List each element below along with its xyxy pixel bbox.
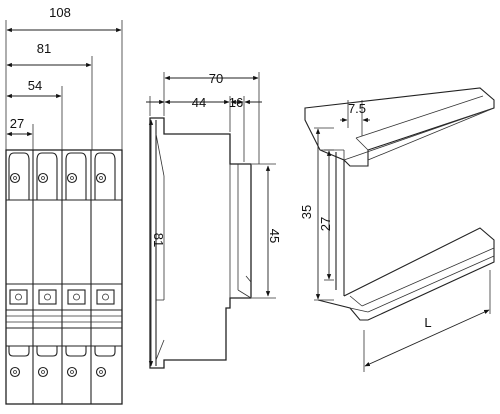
dim-label-81: 81 bbox=[37, 41, 51, 56]
din-rail-view: 7.5 35 27 L bbox=[299, 87, 495, 372]
dim-label-54: 54 bbox=[28, 78, 42, 93]
dim-label-44: 44 bbox=[192, 95, 206, 110]
dim-label-45: 45 bbox=[267, 229, 282, 243]
dim-label-35: 35 bbox=[299, 205, 314, 219]
bottom-terminals bbox=[8, 346, 116, 378]
breaker-body bbox=[5, 149, 123, 405]
dim-label-81-height: 81 bbox=[151, 233, 166, 247]
dim-label-70: 70 bbox=[209, 71, 223, 86]
side-view: 70 44 16 81 45 bbox=[146, 71, 282, 369]
indicator-windows bbox=[9, 289, 115, 305]
rail-bottom-flange bbox=[317, 227, 495, 321]
dim-label-7-5: 7.5 bbox=[348, 101, 366, 116]
rail-top-flange bbox=[304, 87, 495, 167]
dim-label-108: 108 bbox=[49, 5, 71, 20]
dim-label-L: L bbox=[424, 315, 431, 330]
front-view: 108 81 54 27 bbox=[5, 5, 123, 405]
dim-label-27-rail: 27 bbox=[318, 217, 333, 231]
dim-line-L bbox=[364, 309, 490, 367]
dim-label-27: 27 bbox=[10, 116, 24, 131]
top-terminals bbox=[8, 152, 116, 200]
dim-label-16: 16 bbox=[229, 95, 243, 110]
